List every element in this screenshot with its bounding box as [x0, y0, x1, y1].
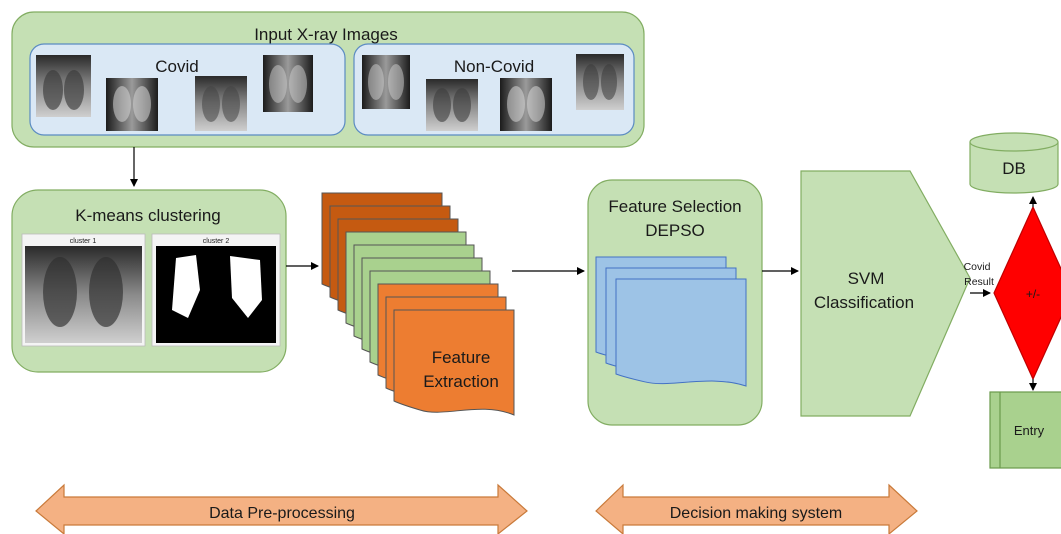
entry-label: Entry: [1014, 423, 1045, 438]
feature-selection-title-line2: DEPSO: [645, 221, 705, 240]
feature-extraction-label-line2: Extraction: [423, 372, 499, 391]
result-label-line2: Result: [964, 276, 994, 288]
svm-classification-shape: SVM Classification: [800, 170, 971, 417]
kmeans-panel: K-means clustering cluster 1 cluster 2: [11, 189, 287, 373]
preprocessing-label: Data Pre-processing: [209, 505, 355, 522]
noncovid-group: Non-Covid: [353, 43, 635, 136]
depso-document: [615, 278, 747, 387]
db-cylinder: DB: [969, 132, 1059, 194]
covid-xray-thumbnails: [36, 55, 313, 131]
svm-label-line1: SVM: [848, 269, 885, 288]
decision-system-arrow: Decision making system: [595, 483, 918, 534]
xray-image: [426, 79, 478, 131]
feature-selection-title-line1: Feature Selection: [608, 197, 741, 216]
decision-label: +/-: [1026, 287, 1040, 301]
feature-extraction-stack: [321, 192, 515, 416]
decision-diamond: +/-: [993, 205, 1061, 381]
cluster1-label: cluster 1: [70, 238, 97, 245]
xray-image: [195, 76, 247, 131]
feature-document: [393, 309, 515, 416]
entry-box: Entry: [989, 391, 1061, 469]
result-label-line1: Covid: [964, 261, 991, 273]
cluster1-image: cluster 1: [21, 233, 146, 347]
input-xray-panel: Input X-ray Images Covid: [11, 11, 645, 148]
covid-label: Covid: [155, 57, 198, 76]
xray-image: [106, 78, 158, 131]
decision-system-label: Decision making system: [670, 505, 843, 522]
xray-image: [500, 78, 552, 131]
cluster2-image: cluster 2: [151, 233, 281, 347]
xray-image: [362, 55, 410, 109]
xray-image: [263, 55, 313, 112]
xray-image: [36, 55, 91, 117]
depso-document-stack: [595, 256, 747, 387]
noncovid-label: Non-Covid: [454, 57, 534, 76]
feature-extraction-label-line1: Feature: [432, 348, 491, 367]
kmeans-title: K-means clustering: [75, 206, 221, 225]
feature-selection-panel: Feature Selection DEPSO: [587, 179, 763, 426]
preprocessing-arrow: Data Pre-processing: [35, 483, 528, 534]
noncovid-xray-thumbnails: [362, 54, 624, 131]
db-label: DB: [1002, 159, 1026, 178]
covid-group: Covid: [29, 43, 346, 136]
xray-image: [576, 54, 624, 110]
cluster2-label: cluster 2: [203, 238, 230, 245]
svm-label-line2: Classification: [814, 293, 914, 312]
input-panel-title: Input X-ray Images: [254, 25, 398, 44]
